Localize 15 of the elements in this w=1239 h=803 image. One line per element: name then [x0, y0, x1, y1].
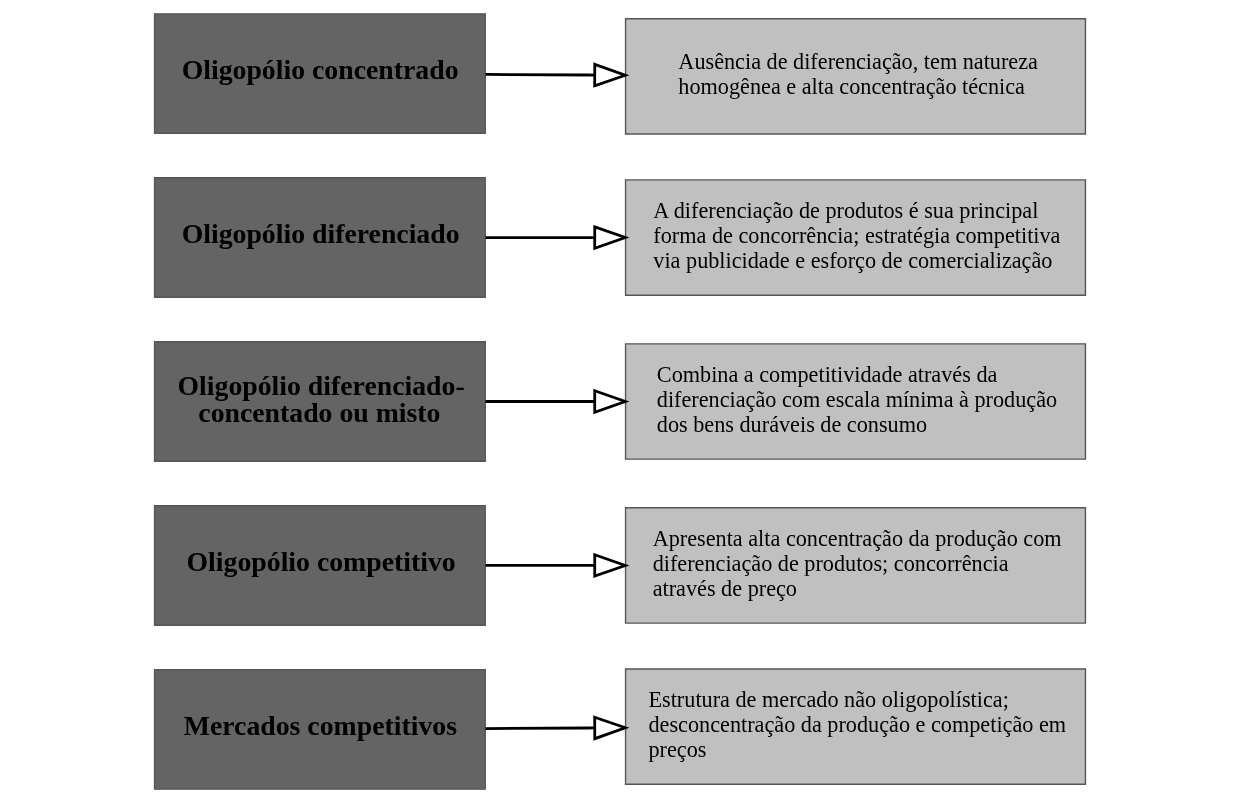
arrow	[485, 224, 629, 251]
node-box: Estrutura de mercado não oligopolística; desconcentração da produção e competição em preços	[624, 668, 1086, 785]
node-box: Combina a competitividade através da diferenciação com escala mínima à produção dos bens duráveis de consumo	[624, 343, 1086, 460]
arrow	[485, 388, 629, 415]
node-box: A diferenciação de produtos é sua principal forma de concorrência; estratégia competitiva via publicidade e esforço de comercialização	[624, 179, 1086, 296]
node-box: Oligopólio diferenciado-concentado ou misto	[153, 341, 486, 462]
node-box: Oligopólio competitivo	[153, 505, 486, 626]
node-box: Oligopólio concentrado	[153, 13, 486, 135]
arrow	[485, 552, 629, 579]
node-box: Ausência de diferenciação, tem natureza homogênea e alta concentração técnica	[624, 18, 1086, 135]
arrow	[485, 715, 629, 741]
node-box: Apresenta alta concentração da produção com diferenciação de produtos; concorrência através de preço	[624, 507, 1086, 624]
arrow	[485, 62, 629, 88]
node-box: Mercados competitivos	[153, 668, 486, 790]
node-box: Oligopólio diferenciado	[153, 177, 486, 298]
